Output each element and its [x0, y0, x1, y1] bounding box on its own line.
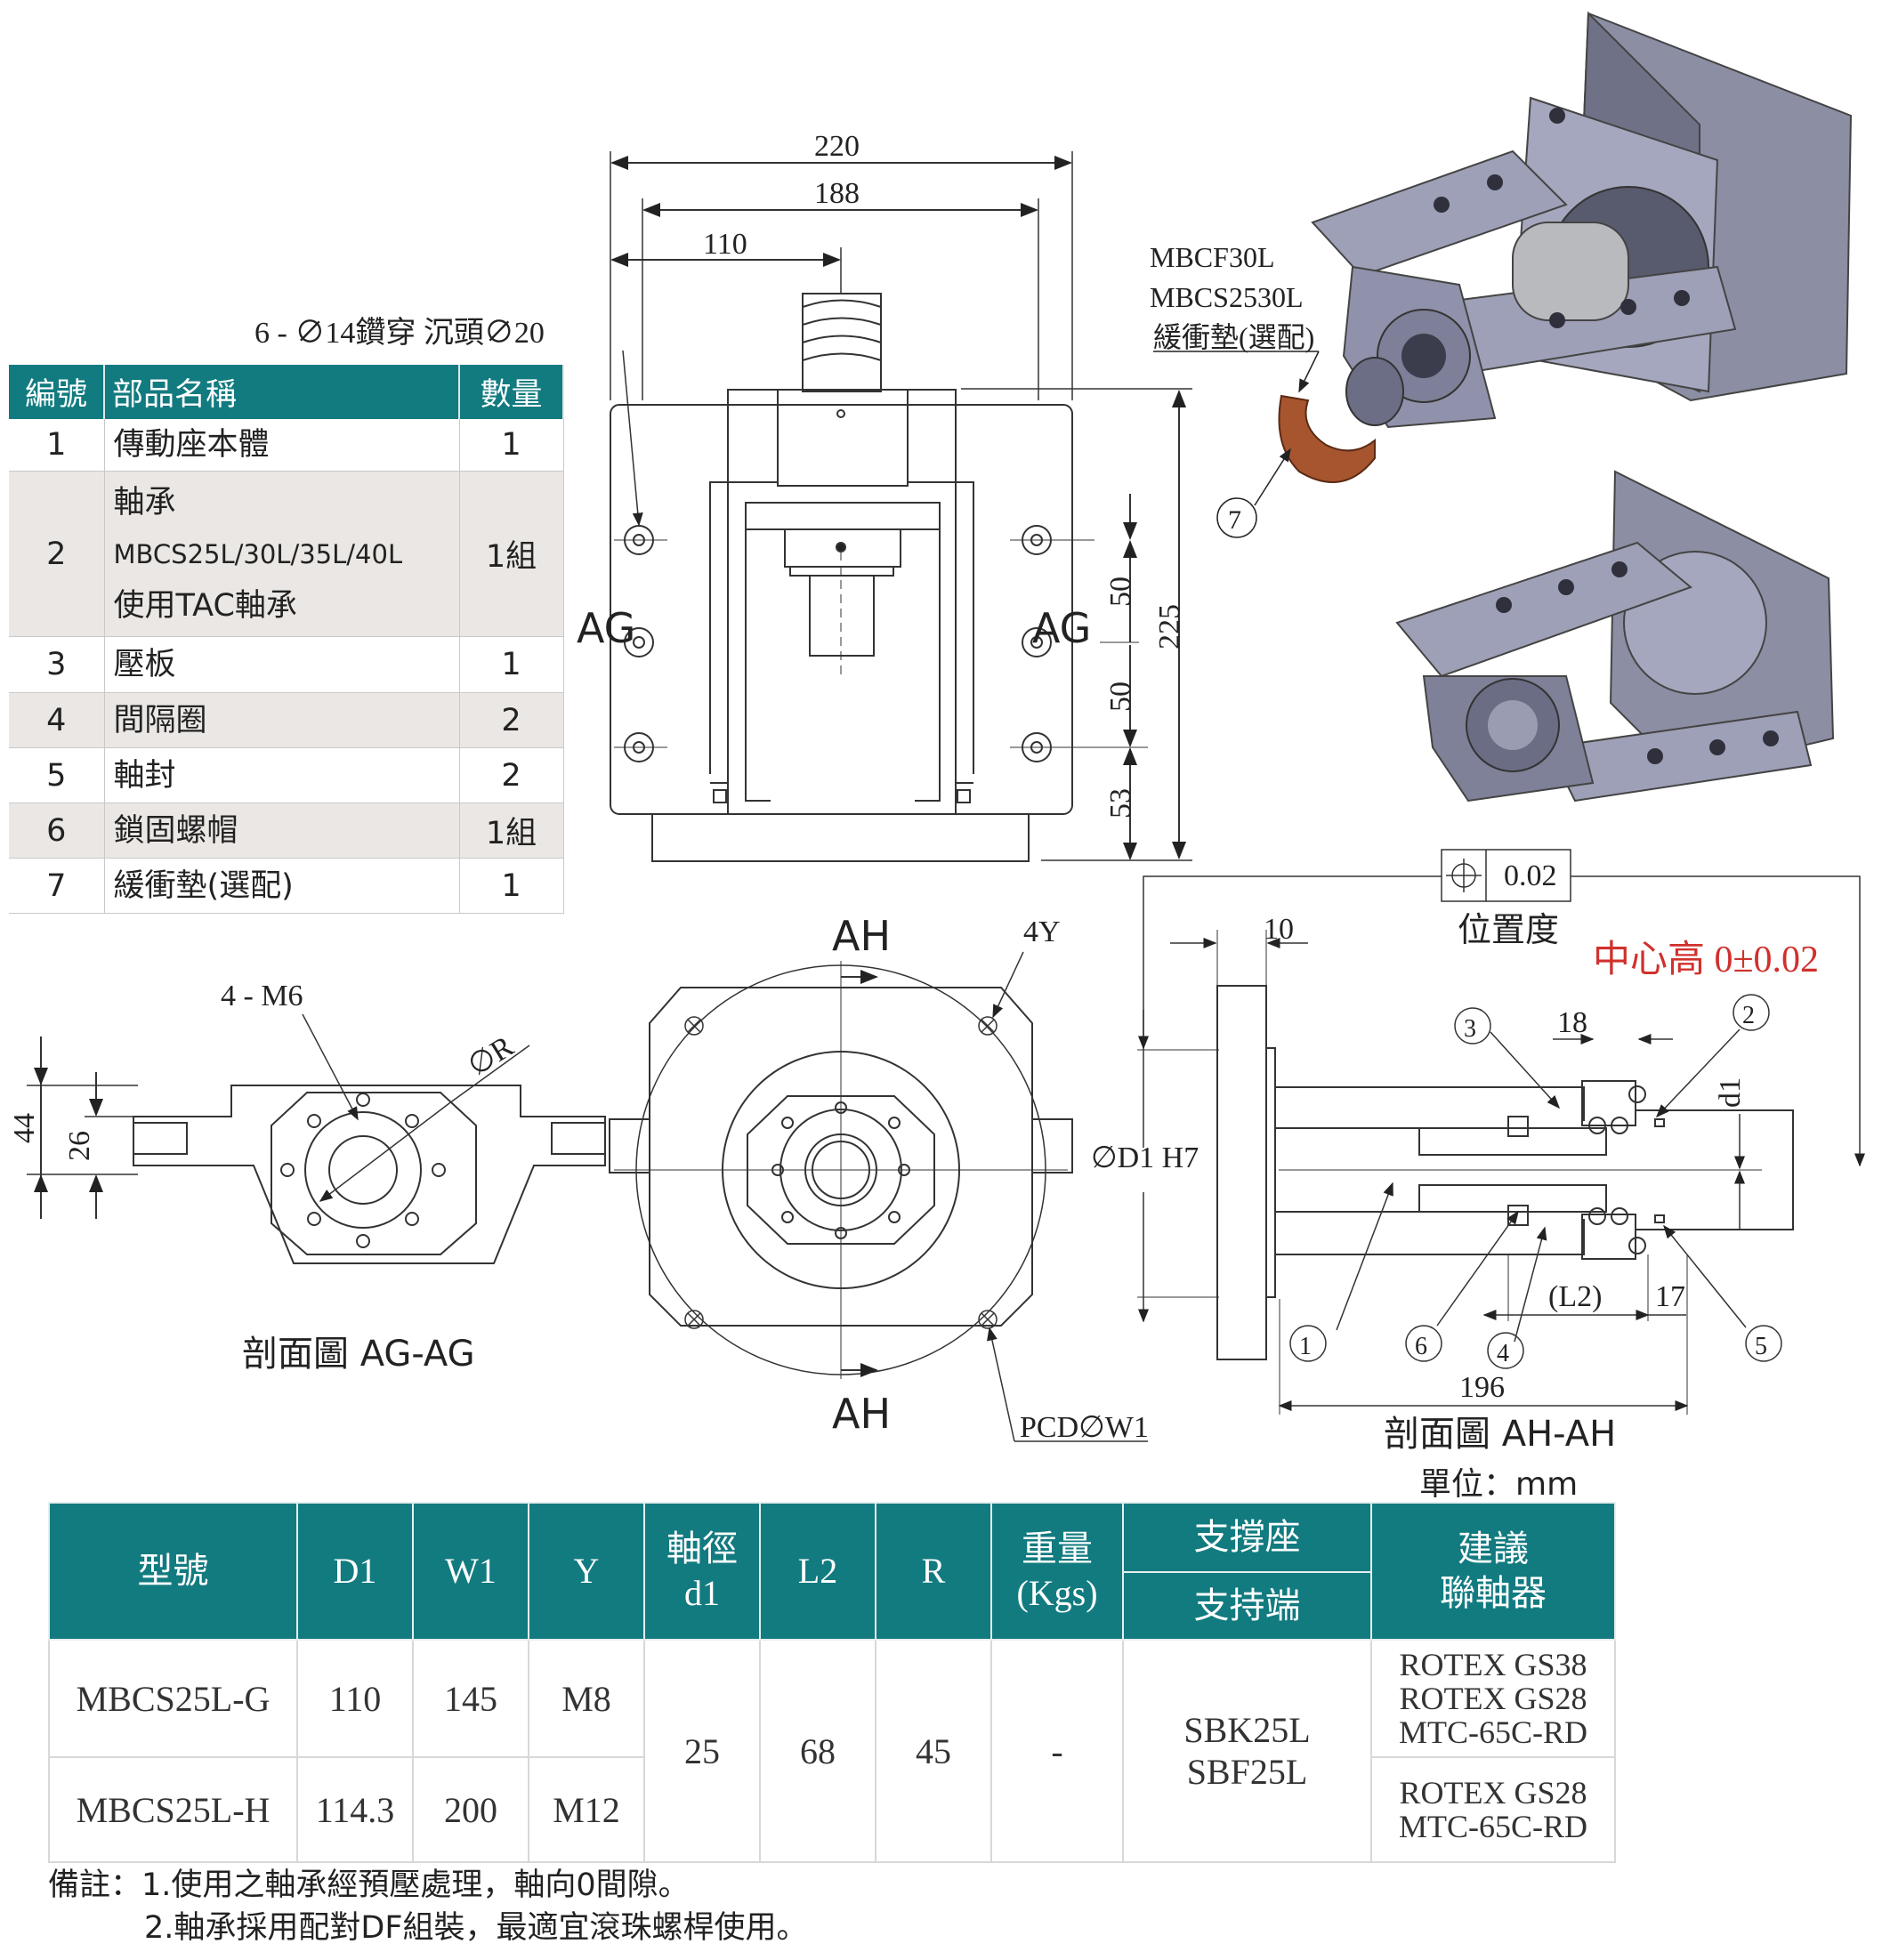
- header-qty: 數量: [459, 365, 564, 419]
- table-row: 2 軸承 MBCS25L/30L/35L/40L 使用TAC軸承 1組: [9, 471, 564, 637]
- parts-header-row: 編號 部品名稱 數量: [9, 365, 564, 419]
- front-view-labels: AH AH 4Y PCD∅W1: [832, 912, 1149, 1444]
- dim-26: 26: [63, 1131, 96, 1161]
- spec-table: 型號 D1 W1 Y 軸徑 d1 L2 R 重量 (Kgs) 支撐座 建議 聯軸…: [48, 1502, 1616, 1863]
- dim-18: 18: [1557, 1006, 1587, 1039]
- table-row: MBCS25L-H 114.3 200 M12 ROTEX GS28 MTC-6…: [48, 1756, 1616, 1863]
- tolerance-label: 位置度: [1458, 910, 1559, 949]
- section-ag-drawing: [27, 1013, 606, 1264]
- label-mbcs2530l: MBCS2530L: [1150, 281, 1303, 313]
- spec-header-row-2: 支持端: [49, 1571, 1615, 1641]
- table-row: 7 緩衝墊(選配) 1: [9, 858, 564, 914]
- section-ah-top: AH: [832, 912, 891, 960]
- dim-53: 53: [1104, 788, 1137, 819]
- header-name: 部品名稱: [104, 365, 460, 419]
- iso-labels: MBCF30L MBCS2530L 緩衝墊(選配) 7: [1150, 241, 1320, 538]
- thread-4-m6: 4 - M6: [221, 980, 303, 1012]
- balloon-4: 4: [1497, 1340, 1509, 1367]
- table-row: 5 軸封 2: [9, 747, 564, 803]
- balloon-2: 2: [1742, 1002, 1755, 1029]
- tolerance-value: 0.02: [1504, 859, 1557, 892]
- table-row: MBCS25L-G 110 145 M8 25 68 45 - SBK25L S…: [48, 1639, 1616, 1863]
- dim-44: 44: [8, 1113, 41, 1143]
- section-ag-right: AG: [1032, 604, 1091, 652]
- notes: 備註：1.使用之軸承經預壓處理，軸向0間隙。 2.軸承採用配對DF組裝，最適宜滾…: [48, 1864, 807, 1949]
- section-ag-labels: 44 26 4 - M6 ∅R 剖面圖 AG-AG: [8, 980, 520, 1375]
- label-buffer-pad: 緩衝墊(選配): [1153, 321, 1314, 353]
- iso-render-top: [1311, 11, 1853, 429]
- dim-D1-h7: ∅D1 H7: [1091, 1141, 1199, 1174]
- section-ag-title: 剖面圖 AG-AG: [242, 1334, 475, 1375]
- balloon-1: 1: [1299, 1333, 1312, 1360]
- dim-10: 10: [1264, 913, 1294, 946]
- header-no: 編號: [9, 365, 105, 419]
- center-height: 中心高 0±0.02: [1593, 940, 1819, 980]
- dim-188: 188: [814, 177, 860, 210]
- table-row: 6 鎖固螺帽 1組: [9, 803, 564, 859]
- section-ah-bottom: AH: [832, 1390, 891, 1438]
- dim-50b: 50: [1104, 682, 1137, 712]
- tap-4y: 4Y: [1023, 915, 1061, 948]
- note-2: 2.軸承採用配對DF組裝，最適宜滾珠螺桿使用。: [144, 1910, 808, 1946]
- iso-render-bottom: [1395, 470, 1835, 803]
- pcd-w1: PCD∅W1: [1020, 1411, 1149, 1444]
- coupling-h: ROTEX GS28 MTC-65C-RD: [1370, 1756, 1616, 1863]
- unit-label: 單位：mm: [1419, 1466, 1578, 1503]
- header-shaft-dia: 軸徑 d1: [643, 1502, 761, 1641]
- section-ag-left: AG: [577, 604, 635, 652]
- spec-header-row-1: 型號 D1 W1 Y 軸徑 d1 L2 R 重量 (Kgs) 支撐座 建議 聯軸…: [48, 1502, 1616, 1641]
- dim-l2: (L2): [1548, 1280, 1602, 1313]
- header-coupling: 建議 聯軸器: [1370, 1502, 1616, 1641]
- header-d1: D1: [296, 1502, 414, 1641]
- header-w1: W1: [412, 1502, 529, 1641]
- balloon-7: 7: [1228, 505, 1241, 535]
- table-row: 1 傳動座本體 1: [9, 419, 564, 472]
- header-support: 支撐座: [1122, 1502, 1372, 1573]
- section-ah-drawing: [1137, 849, 1865, 1415]
- hole-note: 6 - ∅14鑽穿 沉頭∅20: [254, 316, 545, 350]
- header-model: 型號: [48, 1502, 298, 1641]
- balloon-6: 6: [1415, 1333, 1427, 1360]
- dim-110: 110: [703, 228, 747, 261]
- note-1: 備註：1.使用之軸承經預壓處理，軸向0間隙。: [48, 1867, 690, 1903]
- section-ah-labels: 0.02 位置度 中心高 0±0.02 10 18 d1 ∅D1 H7 (L2)…: [1091, 859, 1819, 1503]
- dim-50a: 50: [1104, 577, 1137, 607]
- dim-d1: d1: [1714, 1077, 1747, 1108]
- header-support-end: 支持端: [1122, 1571, 1372, 1641]
- dim-196: 196: [1459, 1371, 1505, 1404]
- front-view: [609, 951, 1148, 1442]
- balloon-5: 5: [1755, 1333, 1767, 1360]
- header-weight: 重量 (Kgs): [990, 1502, 1124, 1641]
- table-row: 3 壓板 1: [9, 636, 564, 693]
- dim-220: 220: [814, 130, 860, 163]
- top-view: [610, 151, 1192, 862]
- table-row: 4 間隔圈 2: [9, 692, 564, 748]
- header-y: Y: [528, 1502, 645, 1641]
- dim-225: 225: [1153, 604, 1186, 649]
- support-models: SBK25L SBF25L: [1122, 1639, 1372, 1863]
- top-view-labels: 220 188 110 6 - ∅14鑽穿 沉頭∅20 AG AG 50 50 …: [254, 130, 1186, 819]
- balloon-3: 3: [1464, 1015, 1476, 1043]
- header-l2: L2: [759, 1502, 876, 1641]
- label-mbcf30l: MBCF30L: [1150, 241, 1274, 273]
- header-r: R: [875, 1502, 992, 1641]
- radius-r: ∅R: [463, 1030, 520, 1083]
- parts-table: 編號 部品名稱 數量 1 傳動座本體 1 2 軸承 MBCS25L/30L/35…: [9, 365, 564, 914]
- coupling-g: ROTEX GS38 ROTEX GS28 MTC-65C-RD: [1370, 1639, 1616, 1758]
- dim-17: 17: [1655, 1280, 1685, 1313]
- section-ah-title: 剖面圖 AH-AH: [1384, 1414, 1616, 1455]
